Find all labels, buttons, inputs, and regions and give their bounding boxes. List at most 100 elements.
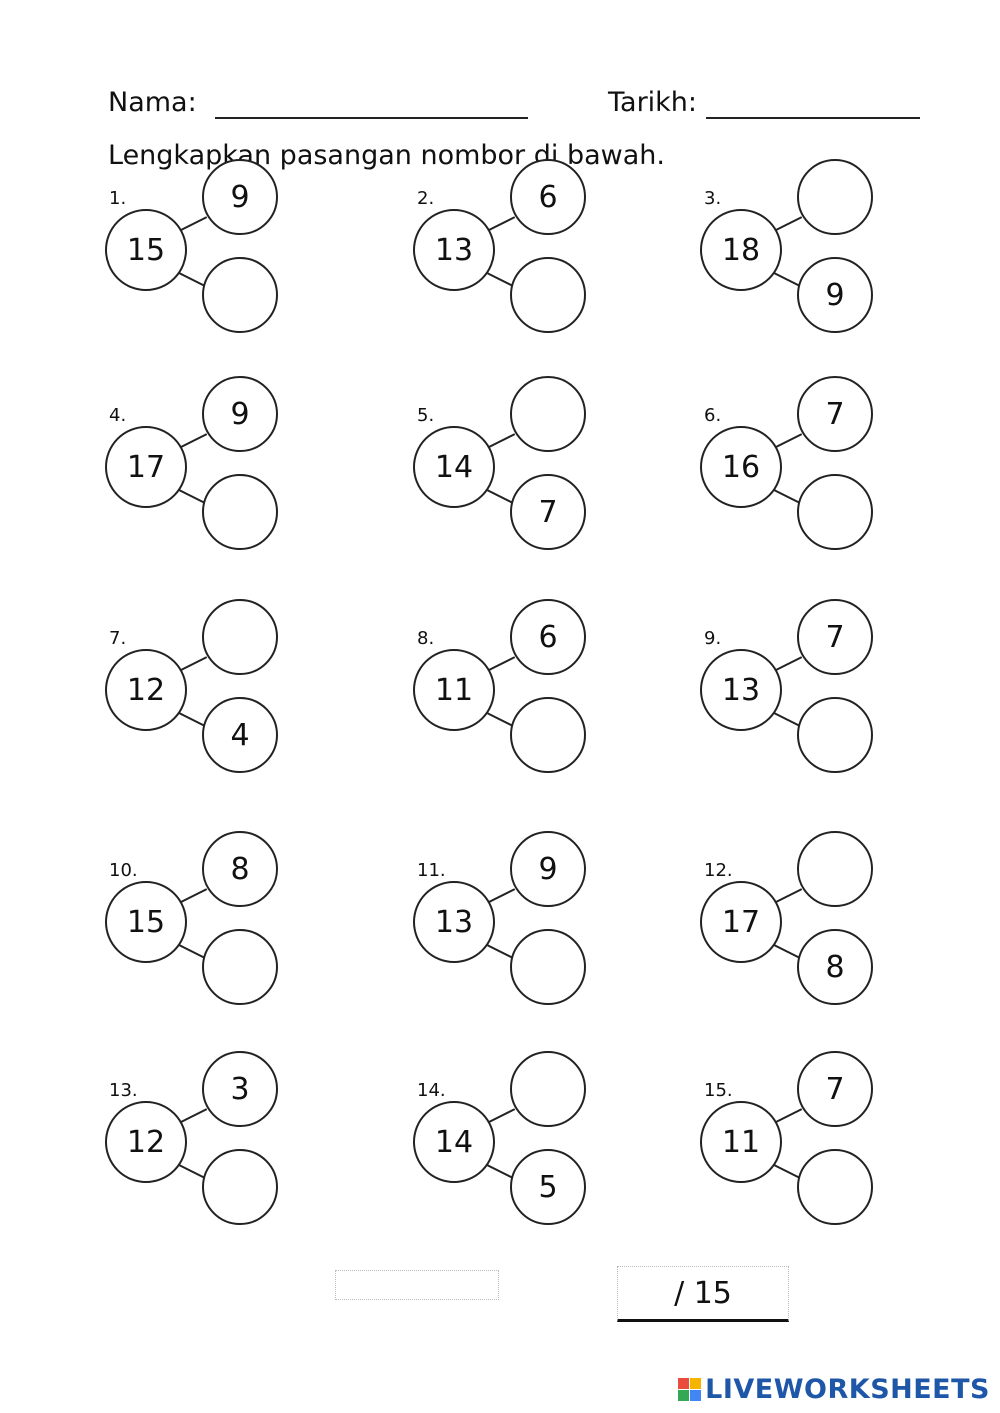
question-number: 14. xyxy=(417,1080,446,1101)
connector-line xyxy=(178,433,208,449)
answer-input[interactable] xyxy=(208,949,272,985)
question-number: 1. xyxy=(109,188,127,209)
answer-input[interactable] xyxy=(803,494,867,530)
part-circle-top: 7 xyxy=(797,599,873,675)
whole-circle: 13 xyxy=(413,881,495,963)
question-number: 4. xyxy=(109,405,127,426)
whole-circle: 12 xyxy=(105,1101,187,1183)
connector-line xyxy=(773,656,803,672)
name-label: Nama: xyxy=(108,87,197,118)
part-circle-top[interactable] xyxy=(797,831,873,907)
connector-line xyxy=(178,216,208,232)
connector-line xyxy=(486,1108,516,1124)
part-circle-top: 9 xyxy=(202,376,278,452)
circle-value: 9 xyxy=(230,396,250,432)
circle-value: 15 xyxy=(126,904,166,940)
part-circle-top[interactable] xyxy=(202,599,278,675)
brand-icon-square xyxy=(678,1378,690,1389)
brand-logo: LIVEWORKSHEETS xyxy=(678,1374,990,1405)
part-circle-bottom[interactable] xyxy=(510,257,586,333)
part-circle-bottom[interactable] xyxy=(797,1149,873,1225)
whole-circle: 18 xyxy=(700,209,782,291)
whole-circle: 15 xyxy=(105,881,187,963)
name-field-line[interactable] xyxy=(215,117,528,119)
answer-input[interactable] xyxy=(208,494,272,530)
circle-value: 7 xyxy=(825,619,845,655)
circle-value: 13 xyxy=(721,672,761,708)
circle-value: 9 xyxy=(230,179,250,215)
circle-value: 17 xyxy=(721,904,761,940)
answer-input[interactable] xyxy=(803,179,867,215)
date-field-line[interactable] xyxy=(706,117,920,119)
part-circle-top: 9 xyxy=(510,831,586,907)
connector-line xyxy=(486,656,516,672)
circle-value: 9 xyxy=(825,277,845,313)
submit-area[interactable] xyxy=(335,1270,499,1300)
brand-icon xyxy=(678,1378,702,1401)
part-circle-top: 9 xyxy=(202,159,278,235)
part-circle-bottom: 4 xyxy=(202,697,278,773)
part-circle-top[interactable] xyxy=(510,1051,586,1127)
answer-input[interactable] xyxy=(208,277,272,313)
question-number: 7. xyxy=(109,628,127,649)
question-number: 9. xyxy=(704,628,722,649)
circle-value: 7 xyxy=(538,494,558,530)
answer-input[interactable] xyxy=(803,851,867,887)
part-circle-bottom[interactable] xyxy=(202,929,278,1005)
part-circle-top[interactable] xyxy=(510,376,586,452)
connector-line xyxy=(773,1108,803,1124)
part-circle-top[interactable] xyxy=(797,159,873,235)
circle-value: 7 xyxy=(825,1071,845,1107)
connector-line xyxy=(178,1108,208,1124)
answer-input[interactable] xyxy=(803,1169,867,1205)
part-circle-bottom: 8 xyxy=(797,929,873,1005)
part-circle-bottom[interactable] xyxy=(797,697,873,773)
question-number: 5. xyxy=(417,405,435,426)
circle-value: 18 xyxy=(721,232,761,268)
connector-line xyxy=(486,888,516,904)
instruction-text: Lengkapkan pasangan nombor di bawah. xyxy=(108,140,665,171)
question-number: 11. xyxy=(417,860,446,881)
circle-value: 7 xyxy=(825,396,845,432)
part-circle-top: 6 xyxy=(510,599,586,675)
whole-circle: 11 xyxy=(413,649,495,731)
whole-circle: 13 xyxy=(700,649,782,731)
circle-value: 11 xyxy=(721,1124,761,1160)
whole-circle: 12 xyxy=(105,649,187,731)
brand-icon-square xyxy=(690,1378,702,1389)
answer-input[interactable] xyxy=(208,1169,272,1205)
whole-circle: 17 xyxy=(105,426,187,508)
part-circle-bottom[interactable] xyxy=(510,697,586,773)
circle-value: 17 xyxy=(126,449,166,485)
question-number: 3. xyxy=(704,188,722,209)
question-number: 8. xyxy=(417,628,435,649)
answer-input[interactable] xyxy=(516,949,580,985)
part-circle-bottom[interactable] xyxy=(202,1149,278,1225)
circle-value: 13 xyxy=(434,232,474,268)
connector-line xyxy=(178,888,208,904)
connector-line xyxy=(486,216,516,232)
circle-value: 12 xyxy=(126,1124,166,1160)
part-circle-bottom[interactable] xyxy=(202,257,278,333)
answer-input[interactable] xyxy=(516,396,580,432)
part-circle-top: 3 xyxy=(202,1051,278,1127)
part-circle-bottom: 9 xyxy=(797,257,873,333)
answer-input[interactable] xyxy=(803,717,867,753)
circle-value: 14 xyxy=(434,1124,474,1160)
whole-circle: 15 xyxy=(105,209,187,291)
answer-input[interactable] xyxy=(516,277,580,313)
whole-circle: 17 xyxy=(700,881,782,963)
part-circle-bottom[interactable] xyxy=(510,929,586,1005)
connector-line xyxy=(773,433,803,449)
part-circle-top: 7 xyxy=(797,376,873,452)
part-circle-bottom[interactable] xyxy=(797,474,873,550)
answer-input[interactable] xyxy=(516,1071,580,1107)
answer-input[interactable] xyxy=(208,619,272,655)
brand-icon-square xyxy=(678,1390,690,1401)
whole-circle: 11 xyxy=(700,1101,782,1183)
answer-input[interactable] xyxy=(516,717,580,753)
circle-value: 3 xyxy=(230,1071,250,1107)
question-number: 15. xyxy=(704,1080,733,1101)
part-circle-bottom[interactable] xyxy=(202,474,278,550)
circle-value: 12 xyxy=(126,672,166,708)
